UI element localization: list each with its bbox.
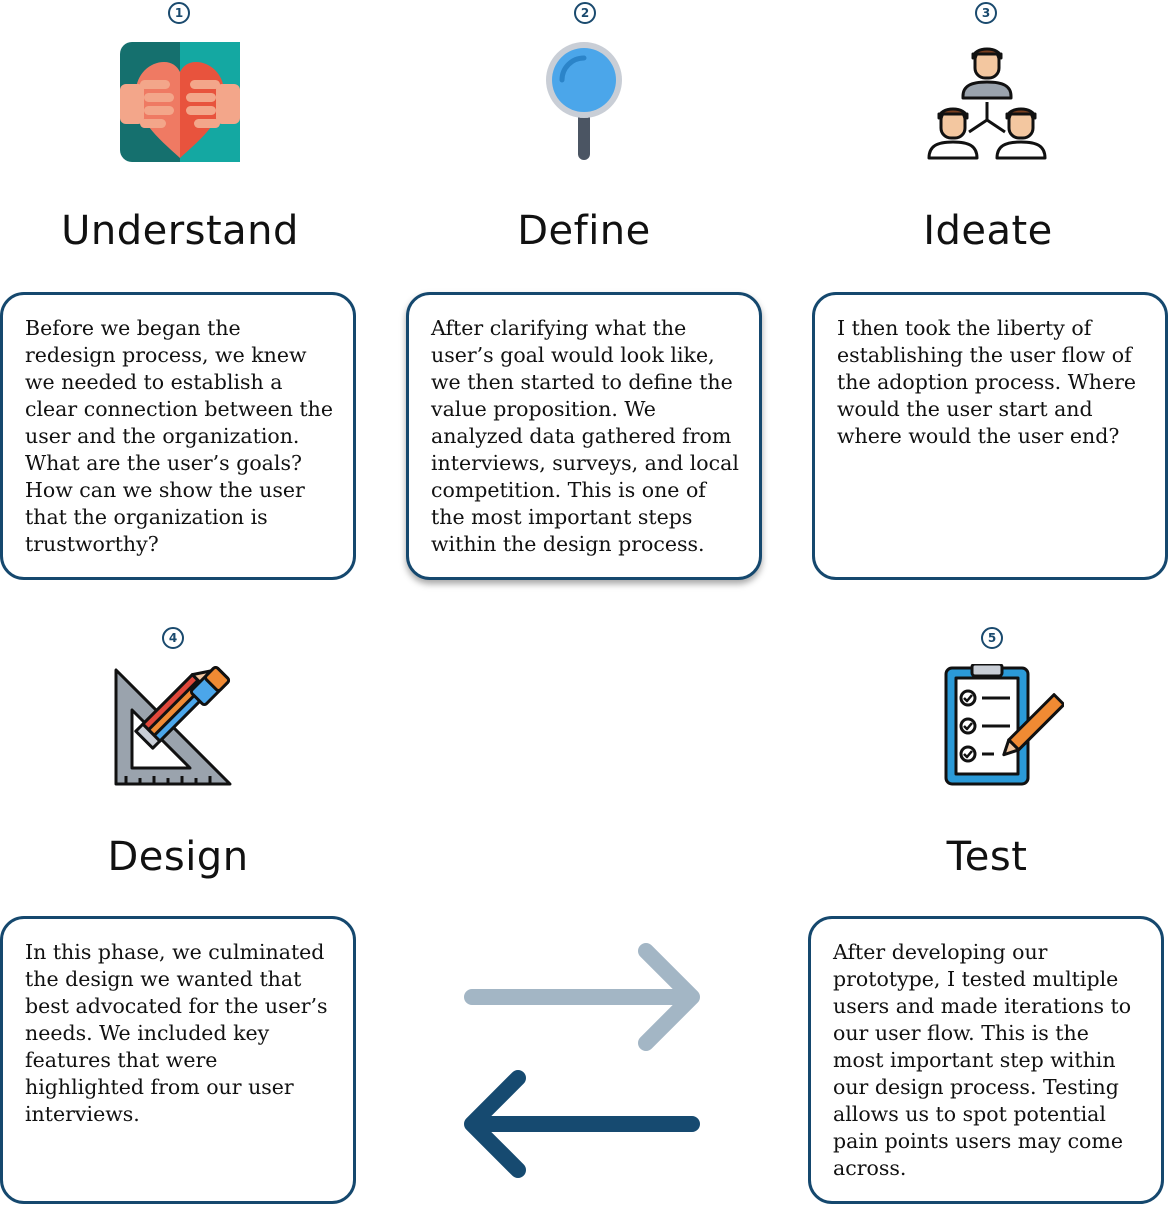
step-number-badge: 4 [162, 627, 184, 649]
step-description-card: After developing our prototype, I tested… [808, 916, 1164, 1204]
heart-hands-icon [120, 42, 240, 162]
forward-arrow-icon [464, 943, 700, 1051]
step-description: After clarifying what the user’s goal wo… [431, 316, 739, 556]
step-title: Ideate [923, 208, 1053, 254]
step-description-card: Before we began the redesign process, we… [0, 292, 356, 580]
step-title: Design [107, 834, 249, 880]
step-description: Before we began the redesign process, we… [25, 316, 334, 556]
team-hierarchy-icon [927, 47, 1047, 160]
step-title: Define [517, 208, 651, 254]
magnifying-glass-icon [546, 42, 622, 160]
step-description-card: After clarifying what the user’s goal wo… [406, 292, 762, 580]
step-number-badge: 2 [574, 2, 596, 24]
step-number-badge: 1 [168, 2, 190, 24]
step-description-card: I then took the liberty of establishing … [812, 292, 1168, 580]
back-arrow-icon [464, 1070, 700, 1178]
step-title: Understand [61, 208, 299, 254]
step-description-card: In this phase, we culminated the design … [0, 916, 356, 1204]
step-title: Test [946, 834, 1028, 880]
iteration-arrows [464, 943, 700, 1178]
step-description: After developing our prototype, I tested… [833, 940, 1132, 1180]
step-description: I then took the liberty of establishing … [837, 316, 1137, 448]
step-description: In this phase, we culminated the design … [25, 940, 328, 1126]
checklist-clipboard-icon [944, 664, 1064, 786]
step-number-badge: 5 [981, 627, 1003, 649]
step-number-badge: 3 [975, 2, 997, 24]
design-tools-icon [114, 665, 232, 786]
